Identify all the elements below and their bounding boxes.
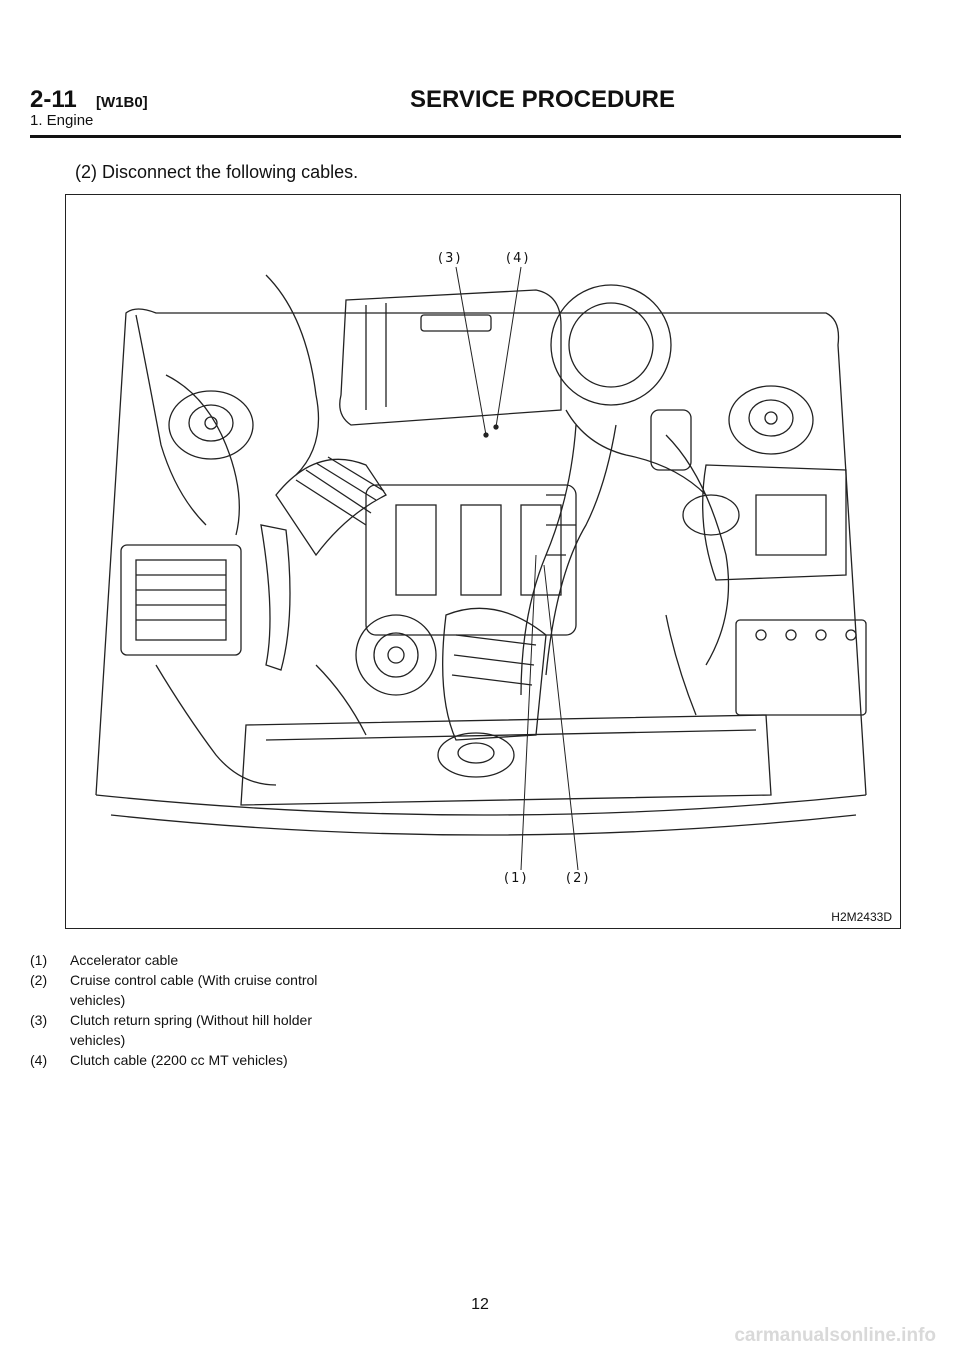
section-subtitle: 1. Engine	[30, 112, 94, 129]
legend-number: (3)	[30, 1012, 48, 1028]
engine-bay-illustration	[95, 266, 867, 871]
section-number: 2-11	[30, 86, 77, 113]
callout-4: (4)	[506, 251, 531, 266]
watermark: carmanualsonline.info	[734, 1325, 936, 1346]
legend-item: (4) Clutch cable (2200 cc MT vehicles)	[30, 1050, 350, 1070]
legend-number: (2)	[30, 972, 48, 988]
legend-item: (3) Clutch return spring (Without hill h…	[30, 1010, 350, 1050]
callout-2: (2)	[566, 871, 591, 886]
legend-text: Clutch cable (2200 cc MT vehicles)	[70, 1052, 288, 1068]
callout-1: (1)	[504, 871, 529, 886]
legend-text: Cruise control cable (With cruise contro…	[70, 972, 318, 1008]
legend-text: Accelerator cable	[70, 952, 179, 968]
step-instruction: (2) Disconnect the following cables.	[75, 162, 359, 182]
legend-list: (1) Accelerator cable (2) Cruise control…	[30, 950, 350, 1070]
page-number: 12	[471, 1296, 489, 1313]
section-title: SERVICE PROCEDURE	[410, 86, 675, 113]
legend-number: (4)	[30, 1052, 48, 1068]
legend-item: (1) Accelerator cable	[30, 950, 350, 970]
section-code: [W1B0]	[96, 94, 148, 111]
legend-number: (1)	[30, 952, 48, 968]
callout-3: (3)	[438, 251, 463, 266]
legend-item: (2) Cruise control cable (With cruise co…	[30, 970, 350, 1010]
figure-code: H2M2433D	[831, 910, 892, 924]
engine-bay-figure: (3) (4) (1) (2) H2M2433D	[65, 194, 901, 929]
header-rule	[30, 135, 901, 138]
legend-text: Clutch return spring (Without hill holde…	[70, 1012, 312, 1048]
